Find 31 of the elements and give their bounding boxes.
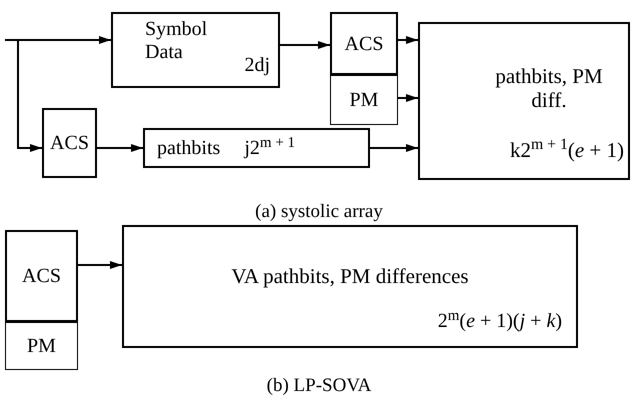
arrow (398, 36, 418, 44)
block-box (111, 12, 280, 88)
block-box (418, 22, 630, 180)
subfigure-caption: (b) LP-SOVA (266, 374, 372, 398)
box-text: pathbits, PM diff. (494, 64, 604, 112)
box-text: PM (350, 88, 378, 113)
arrow (398, 94, 418, 102)
box-text: pathbits (157, 136, 220, 161)
block-box (5, 230, 78, 322)
block-box (122, 225, 578, 348)
box-text: 2$^{m}$(e + 1)(j + k) (438, 306, 562, 334)
box-text: 2dj (244, 53, 270, 78)
block-box (42, 108, 97, 178)
box-text: ACS (344, 32, 384, 56)
box-text: ACS (22, 264, 61, 289)
subfigure-caption: (a) systolic array (254, 200, 384, 224)
box-text: ACS (50, 131, 89, 156)
block-box (330, 12, 398, 75)
box-text: Symbol Data (145, 18, 208, 64)
arrow (280, 41, 330, 49)
block-box (143, 128, 370, 168)
block-box (5, 322, 78, 370)
box-text: k2$^{m + 1}$(e + 1) (510, 134, 624, 164)
box-text: VA pathbits, PM differences (230, 263, 470, 290)
arrow (78, 261, 122, 269)
arrow (5, 39, 42, 152)
block-box (330, 75, 398, 125)
box-text: PM (27, 334, 56, 359)
arrow (370, 144, 418, 152)
box-text: j2$^{m + 1}$ (244, 134, 296, 161)
arrow (97, 144, 143, 152)
